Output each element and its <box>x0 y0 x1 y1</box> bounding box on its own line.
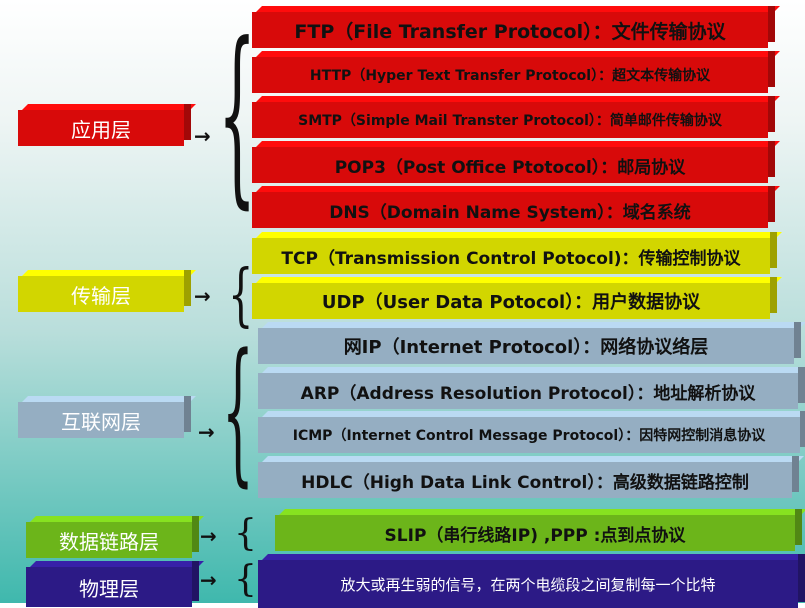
protocol-label: 放大或再生弱的信号，在两个电缆段之间复制每一个比特 <box>340 575 716 594</box>
brace-icon: { <box>218 4 257 228</box>
arrow-icon: → <box>200 568 217 592</box>
protocol-label: 网IP（Internet Protocol）：网络协议络层 <box>343 337 709 358</box>
protocol-label: ICMP（Internet Control Message Protocol）：… <box>292 428 766 444</box>
protocol-label: SMTP（Simple Mail Transter Protocol）：简单邮件… <box>298 113 722 129</box>
protocol-http: HTTP（Hyper Text Transfer Protocol）：超文本传输… <box>252 57 768 93</box>
protocol-label: POP3（Post Office Ptotocol）：邮局协议 <box>334 157 686 178</box>
protocol-label: DNS（Domain Name System）：域名系统 <box>329 202 691 223</box>
protocol-label: SLIP（串行线路IP) ,PPP :点到点协议 <box>384 525 686 546</box>
arrow-icon: → <box>194 124 211 148</box>
protocol-icmp: ICMP（Internet Control Message Protocol）：… <box>258 417 800 453</box>
layer-physical: 物理层 <box>26 567 192 607</box>
protocol-slip-ppp: SLIP（串行线路IP) ,PPP :点到点协议 <box>275 515 795 551</box>
protocol-label: TCP（Transmission Control Potocol)：传输控制协议 <box>281 248 741 269</box>
protocol-dns: DNS（Domain Name System）：域名系统 <box>252 192 768 228</box>
protocol-hdlc: HDLC（High Data Link Control）：高级数据链路控制 <box>258 462 792 498</box>
protocol-label: ARP（Address Resolution Protocol）：地址解析协议 <box>300 383 756 404</box>
protocol-arp: ARP（Address Resolution Protocol）：地址解析协议 <box>258 373 798 409</box>
physical-description: 放大或再生弱的信号，在两个电缆段之间复制每一个比特 <box>258 560 798 608</box>
brace-icon: { <box>228 256 254 336</box>
layer-label: 传输层 <box>71 283 131 308</box>
protocol-label: HDLC（High Data Link Control）：高级数据链路控制 <box>301 472 749 493</box>
arrow-icon: → <box>194 284 211 308</box>
layer-data-link: 数据链路层 <box>26 522 192 558</box>
layer-transport: 传输层 <box>18 276 184 312</box>
protocol-smtp: SMTP（Simple Mail Transter Protocol）：简单邮件… <box>252 102 768 138</box>
protocol-pop3: POP3（Post Office Ptotocol）：邮局协议 <box>252 147 768 183</box>
brace-icon: { <box>234 559 257 600</box>
protocol-tcp: TCP（Transmission Control Potocol)：传输控制协议 <box>252 238 770 274</box>
layer-label: 数据链路层 <box>59 529 159 554</box>
protocol-ip: 网IP（Internet Protocol）：网络协议络层 <box>258 328 794 364</box>
layer-label: 应用层 <box>71 117 131 142</box>
protocol-label: HTTP（Hyper Text Transfer Protocol）：超文本传输… <box>309 68 711 84</box>
protocol-ftp: FTP（File Transfer Protocol）：文件传输协议 <box>252 12 768 48</box>
protocol-label: FTP（File Transfer Protocol）：文件传输协议 <box>294 20 726 43</box>
layer-application: 应用层 <box>18 110 184 146</box>
layer-internet: 互联网层 <box>18 402 184 438</box>
brace-icon: { <box>222 321 254 502</box>
arrow-icon: → <box>198 420 215 444</box>
brace-icon: { <box>234 513 257 554</box>
protocol-udp: UDP（User Data Potocol）：用户数据协议 <box>252 283 770 319</box>
arrow-icon: → <box>200 524 217 548</box>
protocol-label: UDP（User Data Potocol）：用户数据协议 <box>321 292 701 313</box>
layer-label: 物理层 <box>79 576 139 601</box>
layer-label: 互联网层 <box>61 409 141 434</box>
